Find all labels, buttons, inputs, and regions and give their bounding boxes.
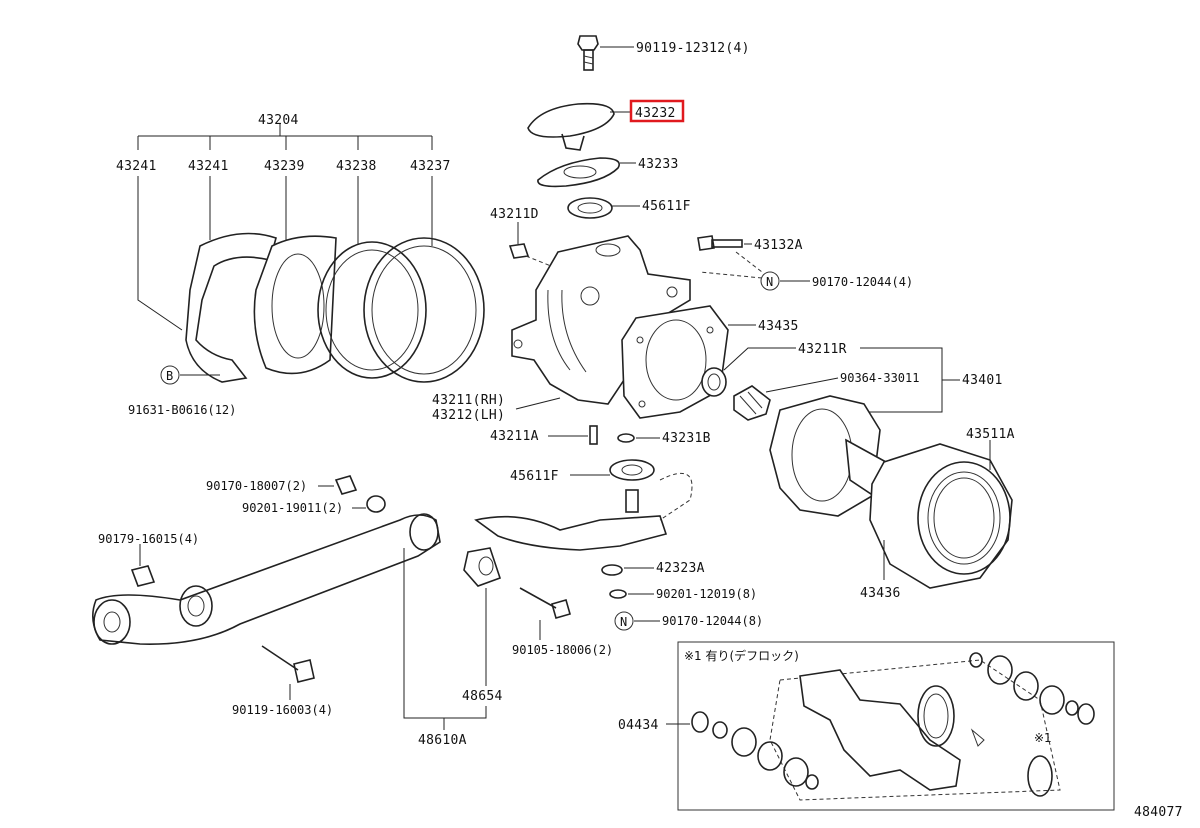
inset-housing [769,659,1061,801]
label-42323A[interactable]: 42323A [656,561,705,576]
seal-45611F-bottom [609,459,655,481]
knuckle-43211 [511,235,691,405]
label-43132A[interactable]: 43132A [754,238,803,253]
washer-43231B [617,433,635,443]
bolt-90119-16003 [261,645,315,700]
label-43211R[interactable]: 43211R [798,342,847,357]
label-45611F-bottom[interactable]: 45611F [510,469,559,484]
figure-id: 484077 [1134,805,1183,820]
label-45611F-top[interactable]: 45611F [642,199,691,214]
label-90179-16015[interactable]: 90179-16015(4) [98,532,199,546]
steering-arm [474,472,693,551]
fitting-43211D [508,243,530,259]
leader-43211 [515,397,561,410]
gasket-43233 [537,157,636,188]
marker-B-text: B [166,369,173,383]
seal-45611F-top [567,197,640,219]
hub-43511A [869,440,1013,589]
label-43237[interactable]: 43237 [410,159,451,174]
bushing-43211R [701,347,796,397]
radius-arm-48610A [92,513,441,645]
inset-title: ※1 有り(デフロック) [684,648,799,663]
label-43204[interactable]: 43204 [258,113,299,128]
ring-43238 [317,241,427,379]
label-43211A[interactable]: 43211A [490,429,539,444]
label-43211RH[interactable]: 43211(RH) [432,393,505,408]
label-43511A[interactable]: 43511A [966,427,1015,442]
label-43239[interactable]: 43239 [264,159,305,174]
label-43241a[interactable]: 43241 [116,159,157,174]
label-43231B[interactable]: 43231B [662,431,711,446]
nut-90170-18007 [334,475,358,495]
label-43233[interactable]: 43233 [638,157,679,172]
label-90170-18007[interactable]: 90170-18007(2) [206,479,307,493]
label-43435[interactable]: 43435 [758,319,799,334]
dash-N-top [699,271,763,279]
bushing-48654 [463,547,502,587]
label-90119-16003[interactable]: 90119-16003(4) [232,703,333,717]
dash-43132A [735,251,763,273]
bolt-43132A [697,235,752,251]
label-90201-12019[interactable]: 90201-12019(8) [656,587,757,601]
label-48654[interactable]: 48654 [462,689,503,704]
bearing-90364 [733,377,839,421]
nut-42323A [601,564,623,576]
label-43436[interactable]: 43436 [860,586,901,601]
label-90170-12044-top[interactable]: 90170-12044(4) [812,275,913,289]
marker-N-top [760,271,780,291]
bracket-48610A [403,548,487,719]
label-48610A[interactable]: 48610A [418,733,467,748]
label-91631-B0616[interactable]: 91631-B0616(12) [128,403,236,417]
label-90170-12044-bottom[interactable]: 90170-12044(8) [662,614,763,628]
retainer-43241 [185,232,277,383]
seal-43239 [253,235,337,375]
label-90364-33011[interactable]: 90364-33011 [840,371,919,385]
inset-box [677,641,1115,811]
marker-N-top-text: N [766,275,773,289]
label-43241b[interactable]: 43241 [188,159,229,174]
nut-90179 [130,565,156,587]
label-43212LH[interactable]: 43212(LH) [432,408,505,423]
inset-small-parts-right [969,652,1095,797]
label-43211D[interactable]: 43211D [490,207,539,222]
washer-90201-19011 [366,495,386,513]
highlight-box [629,99,685,123]
marker-N-bottom-text: N [620,615,627,629]
label-43401[interactable]: 43401 [962,373,1003,388]
plate-43435 [621,305,756,419]
washer-90201-12019 [609,589,627,599]
stud-43211A [589,425,598,445]
ring-43237 [363,237,485,383]
label-43232[interactable]: 43232 [635,106,676,121]
label-90201-19011[interactable]: 90201-19011(2) [242,501,343,515]
bolt-90105 [519,587,571,640]
marker-N-bottom [614,611,634,631]
label-90105-18006[interactable]: 90105-18006(2) [512,643,613,657]
bolt-top [577,35,634,71]
cap-43232 [527,102,630,151]
label-bolt-top[interactable]: 90119-12312(4) [636,41,750,56]
marker-B [160,365,180,385]
label-04434[interactable]: 04434 [618,718,659,733]
inset-small-parts-left [691,711,819,790]
label-43238[interactable]: 43238 [336,159,377,174]
dash-43211D [525,255,557,269]
